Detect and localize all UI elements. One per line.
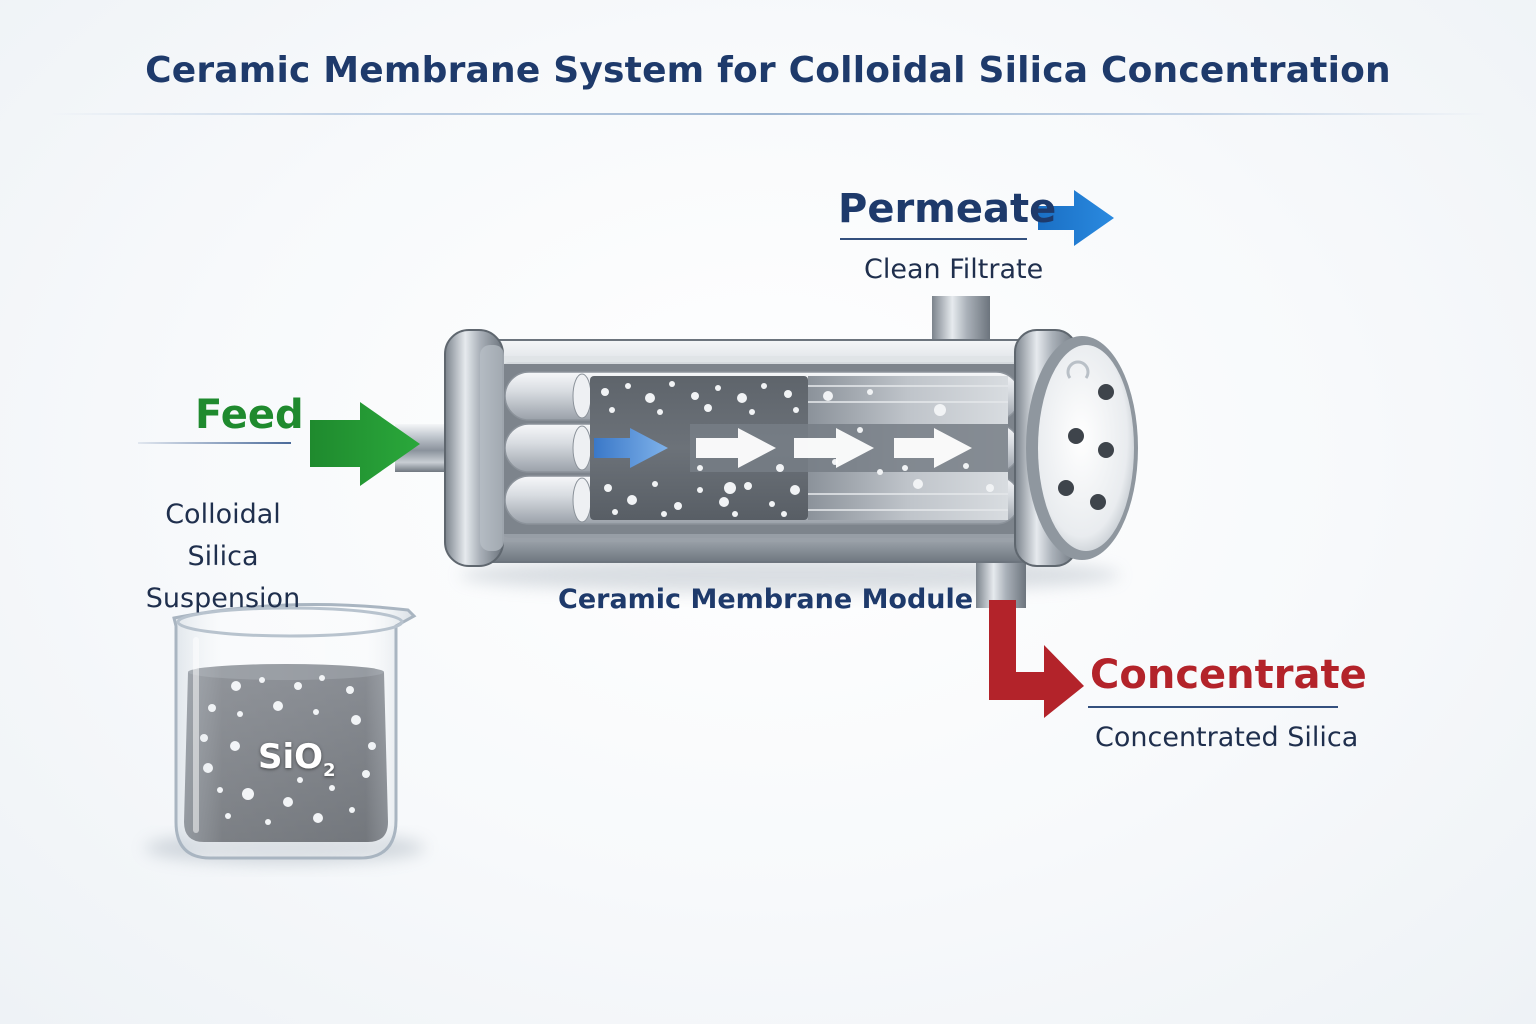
beaker-label-main: SiO bbox=[258, 737, 324, 777]
beaker-label: SiO2 bbox=[258, 737, 336, 781]
permeate-description: Clean Filtrate bbox=[864, 254, 1044, 285]
page-title: Ceramic Membrane System for Colloidal Si… bbox=[145, 50, 1391, 91]
beaker-icon bbox=[172, 603, 417, 860]
silica-particles bbox=[601, 381, 994, 517]
module-shadow bbox=[460, 557, 1120, 593]
concentrate-label: Concentrate bbox=[1090, 652, 1367, 698]
concentrate-description: Concentrated Silica bbox=[1095, 722, 1359, 753]
permeate-arrow-icon bbox=[1038, 190, 1114, 246]
module-label: Ceramic Membrane Module bbox=[558, 584, 974, 615]
flow-arrow-icon bbox=[696, 428, 776, 468]
beaker-label-sub: 2 bbox=[323, 759, 336, 781]
concentrate-underline bbox=[1088, 706, 1338, 708]
permeate-underline bbox=[840, 238, 1027, 240]
feed-underline bbox=[138, 442, 291, 444]
title-divider bbox=[48, 113, 1488, 115]
end-cap-holes bbox=[1058, 384, 1114, 510]
flow-arrow-icon bbox=[594, 428, 668, 468]
feed-arrow-icon bbox=[310, 402, 420, 486]
membrane-module-icon bbox=[469, 339, 1051, 563]
feed-label: Feed bbox=[195, 392, 304, 438]
concentrate-arrow-icon bbox=[989, 600, 1084, 718]
flow-arrow-icon bbox=[794, 428, 874, 468]
feed-description: Colloidal Silica Suspension bbox=[145, 499, 301, 614]
flow-arrow-icon bbox=[894, 428, 972, 468]
permeate-label: Permeate bbox=[838, 186, 1057, 232]
